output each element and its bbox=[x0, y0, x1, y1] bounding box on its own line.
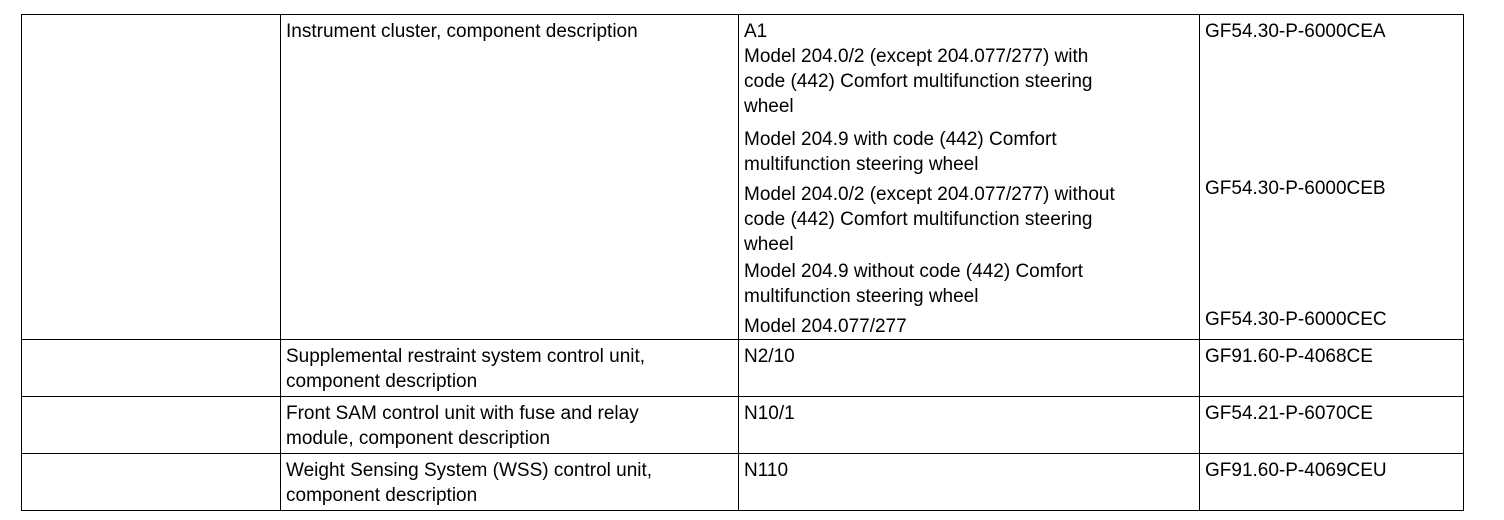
component-text: Instrument cluster, component descriptio… bbox=[286, 21, 638, 42]
designation-label: A1 bbox=[744, 21, 768, 42]
designation-label: N10/1 bbox=[744, 403, 795, 424]
component-cell: Instrument cluster, component descriptio… bbox=[280, 14, 739, 340]
variant-line: code (442) Comfort multifunction steerin… bbox=[744, 71, 1093, 92]
variant-line: Model 204.0/2 (except 204.077/277) with bbox=[744, 46, 1089, 67]
component-text: module, component description bbox=[286, 428, 551, 449]
table-row: Supplemental restraint system control un… bbox=[21, 339, 1464, 397]
component-text: Front SAM control unit with fuse and rel… bbox=[286, 403, 639, 424]
component-text: component description bbox=[286, 485, 478, 506]
component-cell: Front SAM control unit with fuse and rel… bbox=[280, 396, 739, 454]
component-table: Instrument cluster, component descriptio… bbox=[21, 14, 1464, 511]
component-text: component description bbox=[286, 371, 478, 392]
doc-block: GF54.30-P-6000CEB bbox=[1205, 176, 1458, 307]
variant-line: Model 204.9 with code (442) Comfort bbox=[744, 129, 1057, 150]
table-row: Instrument cluster, component descriptio… bbox=[21, 14, 1464, 340]
variant-line: wheel bbox=[744, 96, 794, 117]
empty-cell bbox=[21, 14, 281, 340]
designation-label: N2/10 bbox=[744, 346, 795, 367]
doc-link[interactable]: GF54.21-P-6070CE bbox=[1205, 403, 1373, 424]
doc-link[interactable]: GF91.60-P-4068CE bbox=[1205, 346, 1373, 367]
variant-line: wheel bbox=[744, 234, 794, 255]
designation-block: Model 204.0/2 (except 204.077/277) witho… bbox=[744, 182, 1194, 258]
doc-link[interactable]: GF54.30-P-6000CEA bbox=[1205, 21, 1386, 42]
designation-block: Model 204.9 without code (442) Comfort m… bbox=[744, 259, 1194, 312]
doc-block: GF54.30-P-6000CEC bbox=[1205, 307, 1458, 332]
document-cell: GF91.60-P-4069CEU bbox=[1199, 453, 1464, 511]
designation-cell: N110 bbox=[738, 453, 1200, 511]
doc-link[interactable]: GF54.30-P-6000CEB bbox=[1205, 178, 1386, 199]
variant-line: multifunction steering wheel bbox=[744, 286, 979, 307]
designation-block: Model 204.077/277 bbox=[744, 314, 1194, 339]
component-text: Weight Sensing System (WSS) control unit… bbox=[286, 460, 653, 481]
document-cell: GF91.60-P-4068CE bbox=[1199, 339, 1464, 397]
designation-cell: N2/10 bbox=[738, 339, 1200, 397]
component-text: Supplemental restraint system control un… bbox=[286, 346, 646, 367]
empty-cell bbox=[21, 453, 281, 511]
table-row: Weight Sensing System (WSS) control unit… bbox=[21, 453, 1464, 511]
variant-line: multifunction steering wheel bbox=[744, 154, 979, 175]
designation-cell: A1 Model 204.0/2 (except 204.077/277) wi… bbox=[738, 14, 1200, 340]
empty-cell bbox=[21, 339, 281, 397]
table-row: Front SAM control unit with fuse and rel… bbox=[21, 396, 1464, 454]
component-cell: Weight Sensing System (WSS) control unit… bbox=[280, 453, 739, 511]
component-cell: Supplemental restraint system control un… bbox=[280, 339, 739, 397]
document-cell: GF54.21-P-6070CE bbox=[1199, 396, 1464, 454]
empty-cell bbox=[21, 396, 281, 454]
variant-line: Model 204.9 without code (442) Comfort bbox=[744, 261, 1084, 282]
variant-line: Model 204.077/277 bbox=[744, 316, 907, 337]
designation-cell: N10/1 bbox=[738, 396, 1200, 454]
variant-line: code (442) Comfort multifunction steerin… bbox=[744, 209, 1093, 230]
doc-block: GF54.30-P-6000CEA bbox=[1205, 19, 1458, 176]
doc-link[interactable]: GF91.60-P-4069CEU bbox=[1205, 460, 1387, 481]
doc-link[interactable]: GF54.30-P-6000CEC bbox=[1205, 309, 1387, 330]
designation-block: Model 204.9 with code (442) Comfort mult… bbox=[744, 127, 1194, 180]
designation-block: A1 Model 204.0/2 (except 204.077/277) wi… bbox=[744, 19, 1194, 125]
designation-label: N110 bbox=[744, 460, 789, 481]
variant-line: Model 204.0/2 (except 204.077/277) witho… bbox=[744, 184, 1115, 205]
document-cell: GF54.30-P-6000CEA GF54.30-P-6000CEB GF54… bbox=[1199, 14, 1464, 340]
